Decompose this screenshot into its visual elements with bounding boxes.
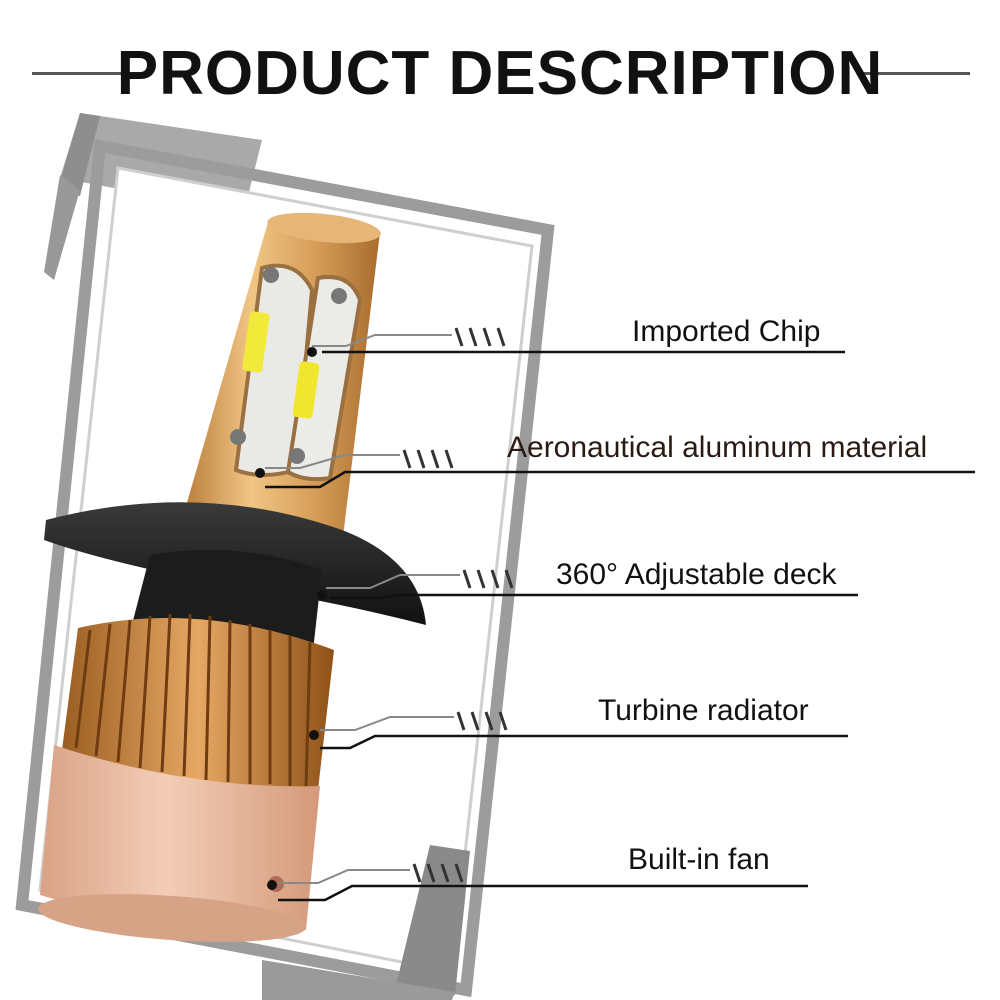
leader-lines: [255, 327, 975, 902]
turbine-radiator: [62, 613, 334, 790]
feature-label-turbine-radiator: Turbine radiator: [598, 694, 809, 727]
title-left-rule: [32, 72, 142, 75]
feature-label-adjustable-deck: 360° Adjustable deck: [556, 558, 837, 591]
title-right-rule: [862, 72, 970, 75]
page-title: PRODUCT DESCRIPTION: [116, 39, 884, 108]
feature-label-imported-chip: Imported Chip: [632, 315, 821, 348]
fan-housing: [38, 745, 320, 942]
bulb-aluminum-body: [176, 212, 381, 561]
feature-label-aluminum-material: Aeronautical aluminum material: [507, 431, 928, 464]
feature-label-built-in-fan: Built-in fan: [628, 843, 770, 876]
